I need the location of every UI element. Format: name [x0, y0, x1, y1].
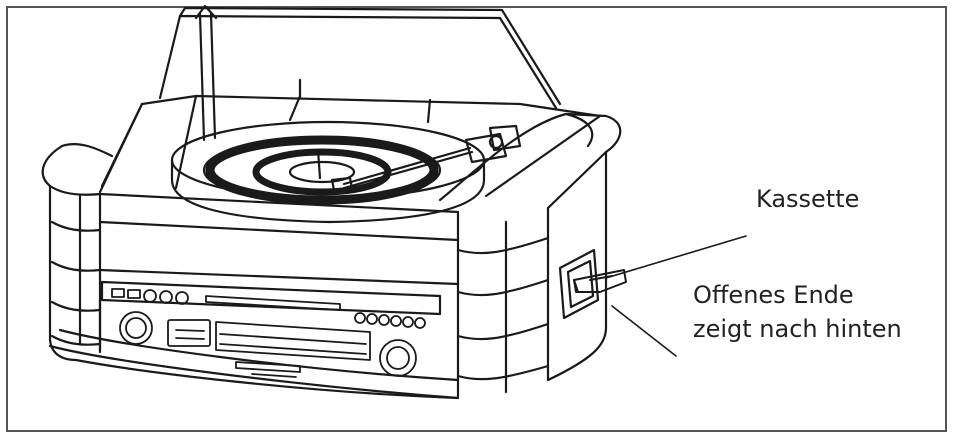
- figure-frame: [6, 6, 947, 432]
- open-end-label-line1: Offenes Ende: [693, 281, 854, 309]
- left-side-column: [41, 143, 114, 362]
- open-end-label: Offenes Ende zeigt nach hinten: [693, 278, 902, 346]
- dust-cover-lid: [158, 6, 562, 110]
- front-controls: [111, 288, 426, 378]
- cassette: [573, 269, 627, 293]
- lid-support-rod: [194, 4, 218, 142]
- open-end-leader-line: [611, 305, 677, 357]
- cassette-slot: [558, 248, 600, 320]
- record: [205, 135, 439, 205]
- cassette-leader-line: [605, 235, 747, 279]
- tone-arm: [330, 124, 522, 192]
- top-deck: [98, 94, 602, 198]
- open-end-label-line2: zeigt nach hinten: [693, 315, 902, 343]
- cassette-label: Kassette: [756, 185, 860, 213]
- right-side-column: [438, 112, 622, 398]
